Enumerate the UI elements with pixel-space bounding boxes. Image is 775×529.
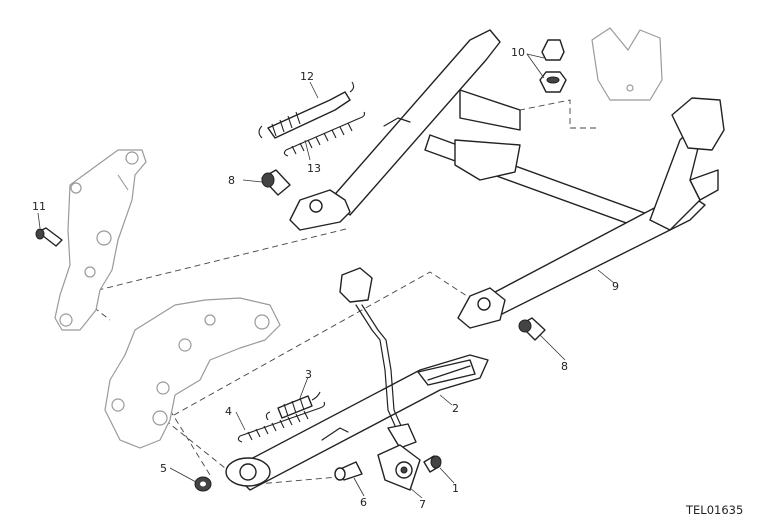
bolt-6 bbox=[334, 461, 363, 481]
rubber-buffer-10 bbox=[539, 39, 567, 93]
nut-5 bbox=[194, 476, 212, 492]
callout-9: 9 bbox=[612, 280, 619, 293]
pivot-bolt-8-upper bbox=[261, 169, 291, 196]
callout-13: 13 bbox=[307, 162, 321, 175]
screw-1 bbox=[423, 455, 442, 473]
callout-1: 1 bbox=[452, 482, 459, 495]
callout-12: 12 bbox=[300, 70, 314, 83]
callout-2: 2 bbox=[452, 402, 459, 415]
callout-3: 3 bbox=[305, 368, 312, 381]
frame-bracket-upper bbox=[54, 149, 147, 331]
side-stand-sensor bbox=[339, 267, 421, 491]
spring-12 bbox=[258, 81, 355, 139]
callout-7: 7 bbox=[419, 498, 426, 511]
leader-lines bbox=[37, 53, 615, 499]
callout-11: 11 bbox=[32, 200, 46, 213]
spring-4 bbox=[237, 401, 349, 443]
callout-8-lower: 8 bbox=[561, 360, 568, 373]
drawing-code: TEL01635 bbox=[685, 503, 743, 517]
side-stand bbox=[225, 354, 489, 491]
pivot-bolt-8-lower bbox=[518, 317, 546, 341]
callout-6: 6 bbox=[360, 496, 367, 509]
frame-bracket-lower bbox=[104, 297, 281, 449]
callout-10: 10 bbox=[511, 46, 525, 59]
spring-3 bbox=[265, 391, 321, 421]
stand-mount-bracket bbox=[591, 27, 663, 101]
callout-8-upper: 8 bbox=[228, 174, 235, 187]
callout-labels: 12 13 8 11 10 9 8 3 4 2 5 6 7 1 bbox=[32, 46, 619, 511]
spring-13 bbox=[283, 111, 366, 157]
callout-4: 4 bbox=[225, 405, 232, 418]
screw-11 bbox=[35, 227, 63, 247]
center-stand bbox=[289, 29, 725, 329]
callout-5: 5 bbox=[160, 462, 167, 475]
